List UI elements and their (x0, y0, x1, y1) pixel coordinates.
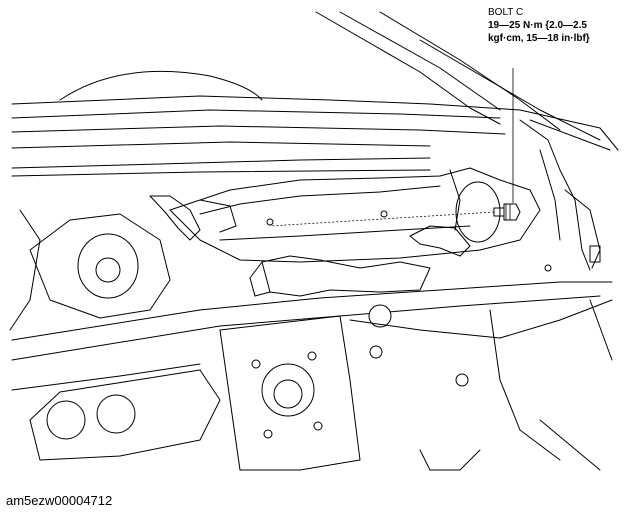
cowl-panel (169, 167, 541, 263)
torque-spec-line1: 19—25 N·m {2.0—2.5 (488, 20, 587, 31)
callout-title: BOLT C (488, 7, 524, 18)
bolt-callout: BOLT C 19—25 N·m {2.0—2.5 kgf·cm, 15—18 … (488, 6, 590, 45)
hood-outline (11, 95, 521, 111)
strut-tower (29, 213, 171, 319)
mounting-bracket (409, 225, 471, 257)
bolt-alignment-line (269, 211, 495, 227)
torque-spec-line2: kgf·cm, 15—18 in·lbf} (488, 33, 590, 44)
a-pillar (519, 119, 591, 271)
figure-id: am5ezw00004712 (6, 493, 113, 508)
exploded-view-drawing (9, 11, 619, 471)
bolt-c (493, 203, 521, 221)
